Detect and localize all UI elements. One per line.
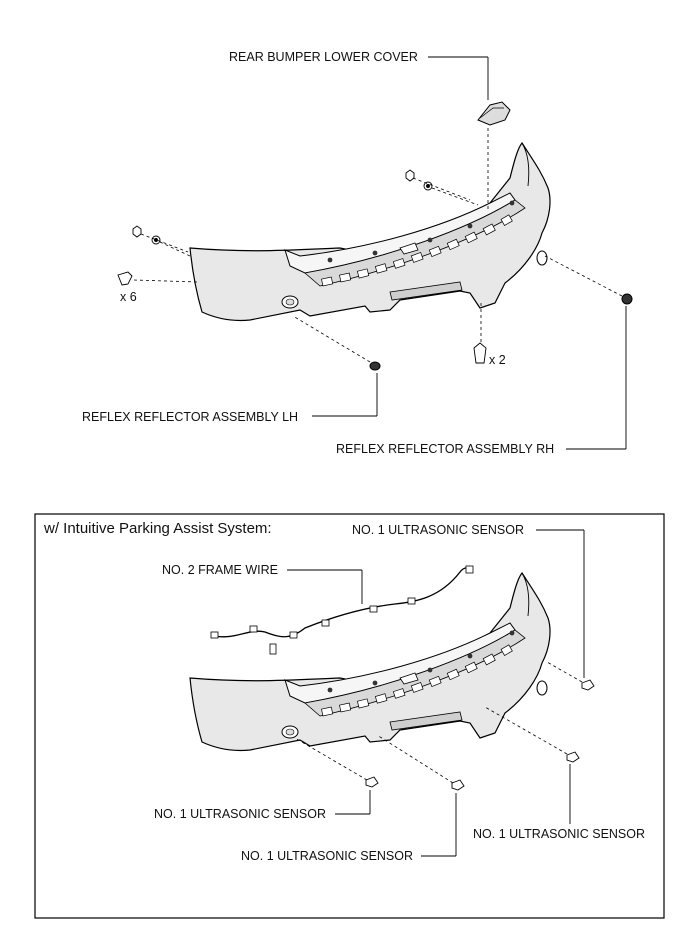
ultrasonic-sensor-label-right: NO. 1 ULTRASONIC SENSOR: [473, 827, 646, 841]
frame-wire-label: NO. 2 FRAME WIRE: [162, 563, 278, 577]
clip-quantity-bottom: x 2: [489, 353, 506, 367]
panel-title: w/ Intuitive Parking Assist System:: [44, 520, 272, 537]
ultrasonic-sensor-label-left: NO. 1 ULTRASONIC SENSOR: [154, 807, 327, 821]
reflex-reflector-rh-label: REFLEX REFLECTOR ASSEMBLY RH: [336, 442, 555, 456]
ultrasonic-sensor-label-center: NO. 1 ULTRASONIC SENSOR: [241, 849, 414, 863]
rear-bumper-lower-cover-label: REAR BUMPER LOWER COVER: [229, 50, 418, 64]
reflex-reflector-lh-label: REFLEX REFLECTOR ASSEMBLY LH: [82, 410, 299, 424]
ultrasonic-sensor-label-top-right: NO. 1 ULTRASONIC SENSOR: [352, 523, 525, 537]
clip-quantity-left: x 6: [120, 290, 137, 304]
